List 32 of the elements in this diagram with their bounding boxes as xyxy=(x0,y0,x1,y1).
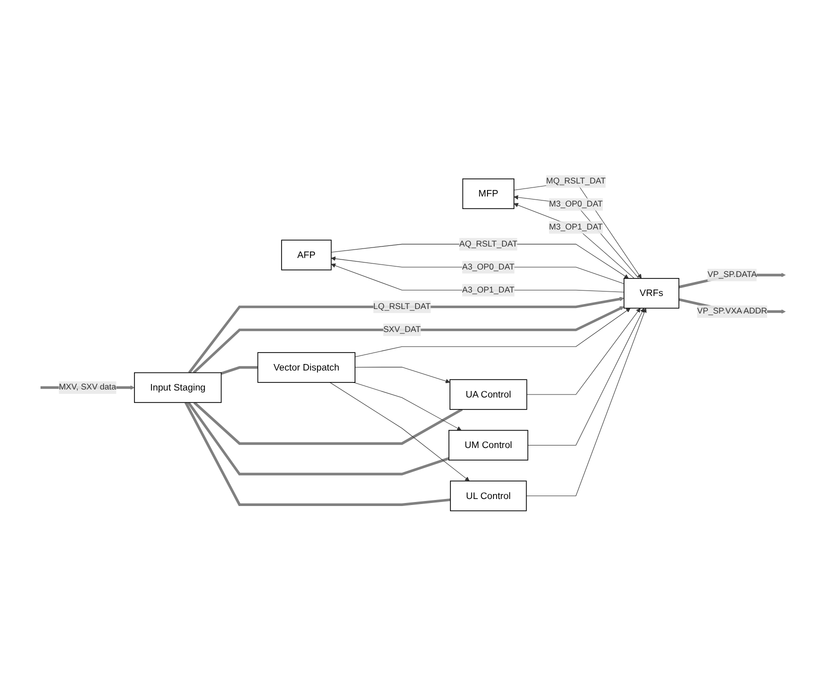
node-box: AFP xyxy=(281,240,332,270)
node-box: MFP xyxy=(462,178,514,210)
node-box: UL Control xyxy=(450,480,527,512)
arrow xyxy=(330,244,629,279)
arrow xyxy=(353,382,462,431)
edge-label: VP_SP.VXA ADDR xyxy=(697,306,768,316)
arrow xyxy=(354,308,631,358)
edge-label: M3_OP1_DAT xyxy=(549,222,603,232)
arrow xyxy=(526,308,641,395)
arrow xyxy=(526,308,647,496)
arrow xyxy=(528,308,644,446)
edge-label: LQ_RSLT_DAT xyxy=(373,302,431,312)
connector xyxy=(220,366,258,375)
edge-label: MXV, SXV data xyxy=(58,382,116,392)
connector xyxy=(184,402,450,506)
arrow xyxy=(330,382,470,482)
edge-label: VP_SP.DATA xyxy=(708,270,757,280)
edge-label: AQ_RSLT_DAT xyxy=(459,239,518,248)
edge-label: MQ_RSLT_DAT xyxy=(546,176,606,186)
node-box: Vector Dispatch xyxy=(257,352,356,383)
edge-label: M3_OP0_DAT xyxy=(549,200,603,209)
edge-label: A3_OP0_DAT xyxy=(462,262,515,272)
edge-label: A3_OP1_DAT xyxy=(462,285,515,294)
node-box: UA Control xyxy=(450,379,528,410)
arrow xyxy=(354,366,450,384)
connector xyxy=(187,402,450,476)
node-box: VRFs xyxy=(624,278,680,309)
connector xyxy=(193,402,463,445)
node-box: Input Staging xyxy=(134,372,222,403)
edge-label: SXV_DAT xyxy=(383,325,421,334)
arrow xyxy=(331,256,624,284)
node-box: UM Control xyxy=(448,430,528,460)
